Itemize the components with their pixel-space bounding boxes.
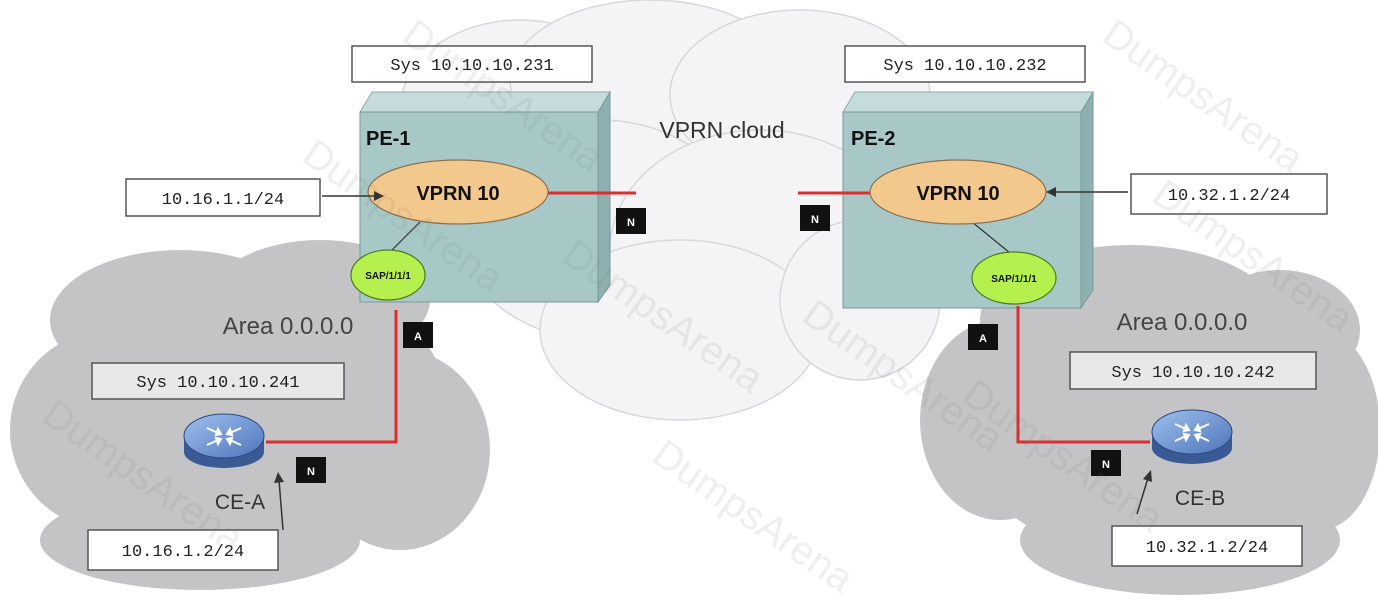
links bbox=[266, 191, 1150, 444]
pe2-interface-box: 10.32.1.2/24 bbox=[1130, 173, 1328, 215]
svg-text:Sys 10.10.10.232: Sys 10.10.10.232 bbox=[883, 57, 1046, 76]
ce-a-router-icon bbox=[183, 413, 265, 468]
svg-text:DumpsArena: DumpsArena bbox=[645, 431, 862, 601]
pe1-interface-arrow bbox=[322, 191, 384, 201]
ce-a-sys-box: Sys 10.10.10.241 bbox=[91, 362, 345, 400]
pe2-sys-box: Sys 10.10.10.232 bbox=[844, 45, 1086, 83]
svg-text:Sys 10.10.10.241: Sys 10.10.10.241 bbox=[136, 374, 299, 393]
svg-text:A: A bbox=[979, 333, 987, 345]
svg-text:Sys 10.10.10.242: Sys 10.10.10.242 bbox=[1111, 364, 1274, 383]
ce-a-name: CE-A bbox=[215, 491, 265, 514]
badge-a-left: A bbox=[403, 322, 433, 348]
pe2-vprn-oval: VPRN 10 bbox=[869, 159, 1047, 225]
pe2-vprn-sap-connector bbox=[971, 221, 1011, 254]
pe2-name: PE-2 bbox=[851, 128, 895, 150]
badge-n-ce-b: N bbox=[1091, 450, 1121, 476]
ce-b-name: CE-B bbox=[1175, 487, 1225, 510]
pe1-name: PE-1 bbox=[366, 128, 410, 150]
svg-text:10.16.1.2/24: 10.16.1.2/24 bbox=[122, 543, 244, 562]
svg-text:N: N bbox=[307, 466, 315, 478]
area-left-label: Area 0.0.0.0 bbox=[223, 313, 354, 340]
ce-b-sys-box: Sys 10.10.10.242 bbox=[1069, 351, 1317, 390]
svg-text:N: N bbox=[627, 217, 635, 229]
vprn-cloud-label: VPRN cloud bbox=[659, 117, 784, 143]
pe1-vprn-sap-connector bbox=[391, 221, 421, 251]
svg-text:VPRN 10: VPRN 10 bbox=[916, 183, 999, 205]
pe1-sys-box: Sys 10.10.10.231 bbox=[351, 45, 593, 83]
svg-text:N: N bbox=[1102, 459, 1110, 471]
area-right-label: Area 0.0.0.0 bbox=[1117, 309, 1248, 336]
svg-text:A: A bbox=[414, 331, 422, 343]
svg-text:10.32.1.2/24: 10.32.1.2/24 bbox=[1146, 539, 1268, 558]
pe2-interface-arrow bbox=[1046, 187, 1128, 197]
ce-b-interface-arrow bbox=[1136, 470, 1152, 515]
badge-n-pe1: N bbox=[616, 208, 646, 234]
pe1-interface-box: 10.16.1.1/24 bbox=[125, 178, 321, 217]
svg-text:DumpsArena: DumpsArena bbox=[1095, 11, 1312, 181]
svg-text:Sys 10.10.10.231: Sys 10.10.10.231 bbox=[390, 57, 553, 76]
ce-b-interface-box: 10.32.1.2/24 bbox=[1111, 525, 1303, 567]
pe1-sap-oval: SAP/1/1/1 bbox=[350, 249, 426, 301]
svg-text:10.32.1.2/24: 10.32.1.2/24 bbox=[1168, 187, 1290, 206]
svg-text:10.16.1.1/24: 10.16.1.1/24 bbox=[162, 191, 284, 210]
svg-text:SAP/1/1/1: SAP/1/1/1 bbox=[991, 274, 1037, 285]
svg-text:N: N bbox=[811, 214, 819, 226]
ce-a-interface-box: 10.16.1.2/24 bbox=[87, 529, 279, 571]
svg-text:SAP/1/1/1: SAP/1/1/1 bbox=[365, 271, 411, 282]
pe1-vprn-oval: VPRN 10 bbox=[367, 159, 549, 225]
badge-n-ce-a: N bbox=[296, 457, 326, 483]
svg-text:VPRN 10: VPRN 10 bbox=[416, 183, 499, 205]
badge-n-pe2: N bbox=[800, 205, 830, 231]
pe2-sap-oval: SAP/1/1/1 bbox=[971, 251, 1057, 305]
ce-b-router-icon bbox=[1151, 409, 1233, 464]
badge-a-right: A bbox=[968, 324, 998, 350]
ce-a-interface-arrow bbox=[274, 472, 284, 531]
